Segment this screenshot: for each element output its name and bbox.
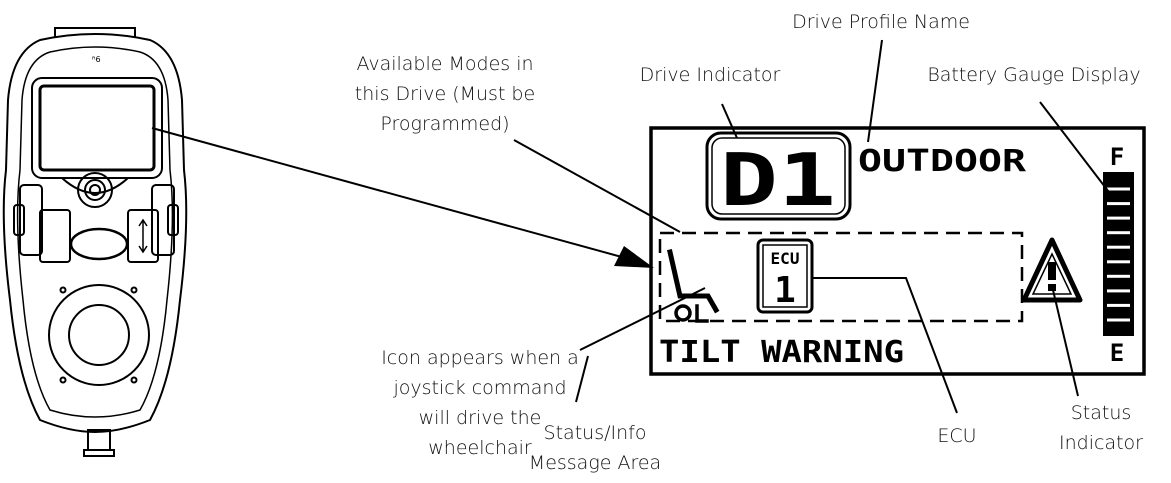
status-message-label-1: Status/Info [544,422,647,444]
drive-profile-name: OUTDOOR [858,144,1027,179]
lcd-frame [649,126,1146,376]
available-modes-label-3: Programmed) [380,113,509,135]
battery-segment-gap [1107,274,1130,278]
status-message: TILT WARNING [659,335,904,370]
available-modes-label-1: Available Modes in [356,53,533,75]
modes-area [658,231,1024,323]
warning-triangle-icon [1021,237,1083,303]
joystick-base [48,284,150,386]
svg-text:ᴿ6: ᴿ6 [92,55,101,64]
ecu-box [756,238,814,314]
battery-segment-gap [1107,187,1130,191]
controller-screen [38,84,156,172]
chair-tilt-icon [667,249,720,323]
callouts: Drive Profile Name Available Modes in th… [355,11,1143,474]
drive-profile-name-label: Drive Profile Name [792,11,970,33]
hand-controller: ᴿ6 [2,27,188,457]
battery-empty-label: E [1110,339,1124,367]
controller-body [2,33,188,434]
battery-segment-gap [1107,318,1130,322]
available-modes-label-2: this Drive (Must be [355,83,535,105]
joystick-icon-label-2: joystick command [392,377,566,399]
drive-indicator-box [705,131,852,221]
battery-segment-gap [1107,303,1130,307]
status-indicator-label-2: Indicator [1059,432,1143,454]
battery-segment-gap [1107,202,1130,206]
leader-lines [151,39,1116,414]
battery-gauge [1103,172,1134,336]
ecu-number: 1 [774,270,796,311]
status-indicator-label-1: Status [1071,402,1132,424]
battery-segments [1107,187,1130,322]
battery-segment-gap [1107,260,1130,264]
ecu-callout-label: ECU [937,425,976,447]
drive-indicator-text: D1 [720,138,836,222]
status-message-label-2: Message Area [529,452,661,474]
battery-segment-gap [1107,289,1130,293]
battery-full-label: F [1110,143,1124,171]
battery-gauge-label: Battery Gauge Display [927,64,1140,86]
arrowhead [614,246,654,268]
battery-segment-gap [1107,245,1130,249]
battery-segment-gap [1107,231,1130,235]
drive-indicator-label: Drive Indicator [640,64,781,86]
joystick-icon-label-4: wheelchair [428,437,532,459]
battery-segment-gap [1107,216,1130,220]
joystick-icon-label-3: will drive the [419,407,542,429]
lcd-display: D1 OUTDOOR ECU 1 TILT WARNING F E [649,126,1146,376]
joystick-icon-label-1: Icon appears when a [381,347,579,369]
joystick-knob [68,304,130,366]
ecu-label: ECU [771,249,800,268]
